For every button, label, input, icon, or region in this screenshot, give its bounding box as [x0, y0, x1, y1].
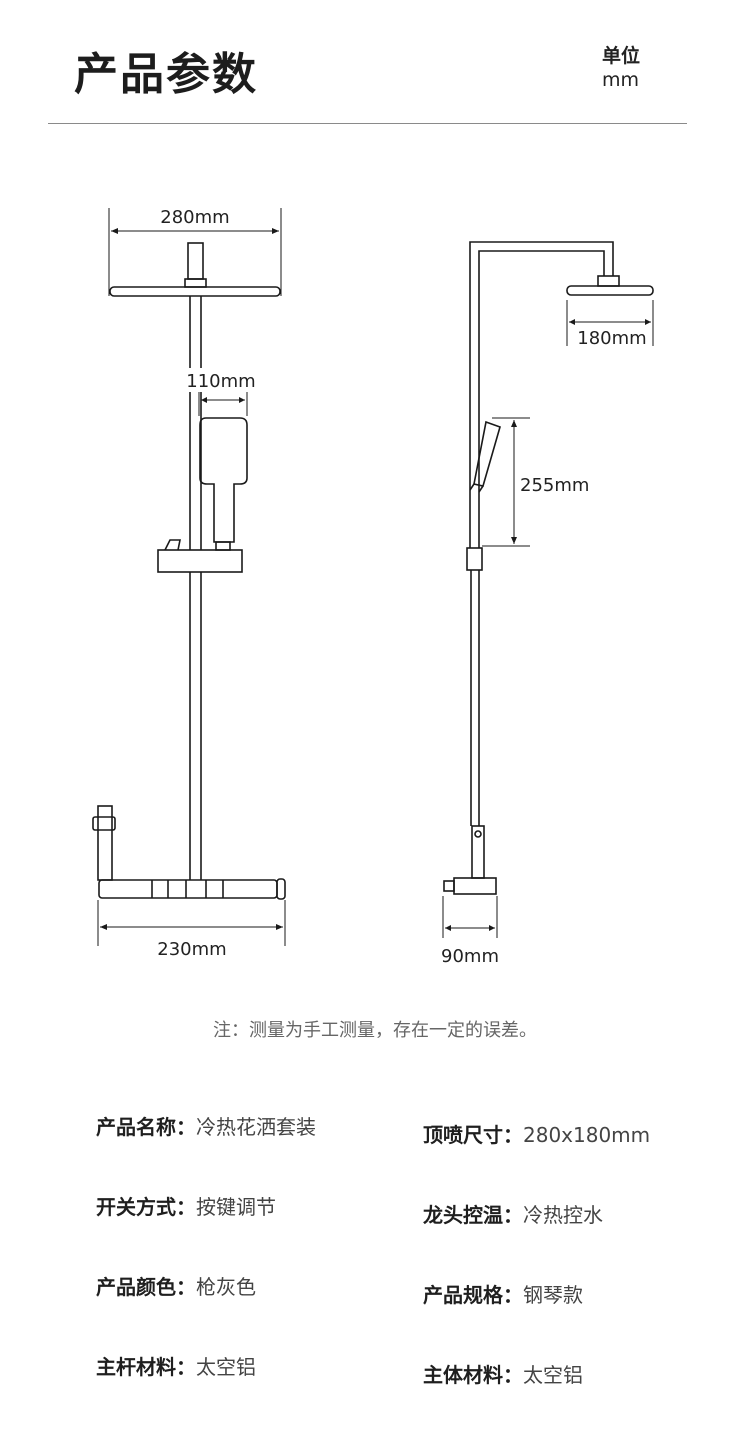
spec-key: 产品颜色：	[96, 1275, 196, 1299]
spec-key: 主杆材料：	[96, 1355, 196, 1379]
spec-value: 太空铝	[196, 1355, 256, 1379]
side-mixer-body	[453, 877, 497, 895]
valve-handle	[92, 816, 116, 831]
header-divider	[48, 123, 687, 124]
unit-block: 单位 mm	[602, 44, 640, 92]
side-head-mount	[597, 275, 620, 287]
side-slider-bracket	[466, 547, 483, 571]
spec-value: 太空铝	[523, 1363, 583, 1387]
dim-label-head-depth: 180mm	[577, 328, 646, 349]
spec-item: 主体材料：太空铝	[423, 1359, 583, 1388]
side-pole-outer	[469, 241, 614, 548]
top-shower-head	[109, 286, 281, 297]
spec-value: 枪灰色	[196, 1275, 256, 1299]
dim-label-base-depth: 90mm	[441, 946, 499, 967]
measurement-note: 注：测量为手工测量，存在一定的误差。	[213, 1020, 537, 1041]
spec-item: 主杆材料：太空铝	[96, 1351, 256, 1380]
mixer-body	[98, 879, 278, 899]
dim-label-top-width: 280mm	[160, 207, 229, 228]
bracket-knob	[164, 539, 181, 551]
handshower-neck	[215, 541, 231, 551]
page-title: 产品参数	[74, 49, 258, 100]
side-view: 180mm 255mm 90mm	[441, 241, 654, 967]
unit-label: 单位	[602, 45, 641, 67]
front-view: 280mm 110mm	[92, 207, 286, 960]
dim-label-handshower-height: 255mm	[520, 475, 589, 496]
dim-arrows	[445, 925, 495, 931]
spec-item: 产品名称：冷热花洒套装	[96, 1111, 316, 1140]
side-shower-head	[566, 285, 654, 296]
dim-label-handshower-width: 110mm	[186, 371, 255, 392]
side-mixer-outlet	[443, 880, 455, 892]
spec-item: 产品规格：钢琴款	[423, 1279, 583, 1308]
slider-bracket	[157, 549, 243, 573]
side-handheld-shower	[473, 420, 501, 487]
spec-item: 龙头控温：冷热控水	[423, 1199, 603, 1228]
spec-value: 冷热控水	[523, 1203, 603, 1227]
spec-key: 顶喷尺寸：	[423, 1123, 523, 1147]
spec-value: 钢琴款	[523, 1283, 583, 1307]
side-pole-inner	[478, 250, 605, 548]
spec-key: 龙头控温：	[423, 1203, 523, 1227]
spec-key: 产品名称：	[96, 1115, 196, 1139]
spec-value: 280x180mm	[523, 1123, 651, 1147]
dim-label-base-width: 230mm	[157, 939, 226, 960]
side-handshower-neck	[469, 483, 484, 493]
head-connector	[187, 242, 204, 280]
side-valve-knob	[474, 830, 482, 838]
spec-key: 开关方式：	[96, 1195, 196, 1219]
spec-item: 开关方式：按键调节	[96, 1191, 276, 1220]
unit-value: mm	[602, 69, 640, 91]
spec-key: 产品规格：	[423, 1283, 523, 1307]
spec-item: 产品颜色：枪灰色	[96, 1271, 256, 1300]
head-mount	[184, 278, 207, 288]
handheld-shower	[199, 417, 248, 543]
spec-item: 顶喷尺寸：280x180mm	[423, 1119, 650, 1148]
spec-key: 主体材料：	[423, 1363, 523, 1387]
spec-value: 冷热花洒套装	[196, 1115, 316, 1139]
mixer-end-knob	[276, 878, 286, 900]
spec-value: 按键调节	[196, 1195, 276, 1219]
product-drawing: 280mm 110mm	[92, 207, 654, 967]
side-valve-stem	[471, 825, 485, 879]
